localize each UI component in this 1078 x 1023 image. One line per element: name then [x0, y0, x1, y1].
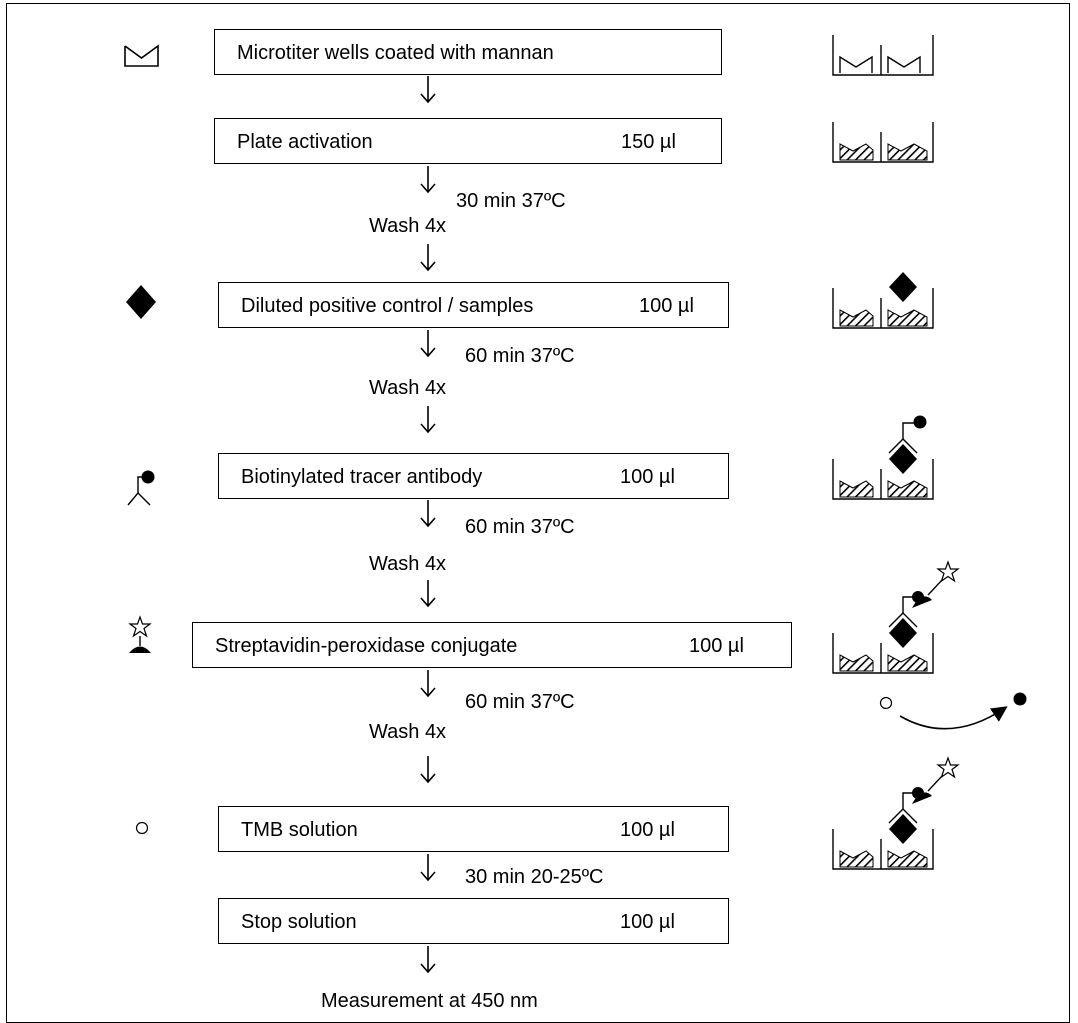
antigen-diamond-icon — [126, 285, 156, 319]
wash-note: Wash 4x — [369, 377, 447, 399]
flow-arrow — [420, 499, 436, 527]
streptavidin-peroxidase-icon — [129, 616, 151, 653]
flow-arrow — [420, 405, 436, 433]
step-label: Diluted positive control / samples — [241, 295, 534, 317]
measurement-note: Measurement at 450 nm — [321, 990, 538, 1012]
incubation-note: 60 min 37ºC — [465, 516, 575, 538]
tmb-substrate-icon — [135, 821, 149, 835]
incubation-note: 30 min 20-25ºC — [465, 866, 604, 888]
step-volume: 100 µl — [620, 911, 675, 933]
flow-arrow — [420, 243, 436, 271]
step-label: Biotinylated tracer antibody — [241, 466, 483, 488]
biotinylated-antibody-icon — [127, 470, 155, 506]
step-conjugate: Streptavidin-peroxidase conjugate 100 µl — [192, 622, 792, 668]
step-volume: 100 µl — [689, 635, 744, 657]
step-volume: 150 µl — [621, 131, 676, 153]
wash-note: Wash 4x — [369, 215, 447, 237]
step-label: Stop solution — [241, 911, 357, 933]
flow-arrow — [420, 853, 436, 881]
well-antibody-icon — [832, 415, 934, 500]
step-label: Microtiter wells coated with mannan — [237, 42, 554, 64]
step-plate-activation: Plate activation 150 µl — [214, 118, 722, 164]
step-samples: Diluted positive control / samples 100 µ… — [218, 282, 729, 328]
flow-arrow — [420, 165, 436, 193]
well-activated-icon — [832, 121, 934, 163]
step-stop: Stop solution 100 µl — [218, 898, 729, 944]
step-volume: 100 µl — [639, 295, 694, 317]
flow-arrow — [420, 755, 436, 783]
step-label: TMB solution — [241, 819, 358, 841]
step-volume: 100 µl — [620, 819, 675, 841]
tmb-conversion-icon — [879, 692, 1027, 730]
step-label: Streptavidin-peroxidase conjugate — [215, 635, 518, 657]
step-label: Plate activation — [237, 131, 373, 153]
flow-arrow — [420, 669, 436, 697]
mannan-icon — [124, 44, 159, 67]
flow-arrow — [420, 945, 436, 973]
incubation-note: 60 min 37ºC — [465, 345, 575, 367]
step-tmb: TMB solution 100 µl — [218, 806, 729, 852]
well-antigen-icon — [832, 272, 934, 329]
flow-arrow — [420, 579, 436, 607]
well-final-icon — [832, 757, 959, 870]
step-coated-wells: Microtiter wells coated with mannan — [214, 29, 722, 75]
well-empty-icon — [832, 35, 934, 76]
step-tracer-antibody: Biotinylated tracer antibody 100 µl — [218, 453, 729, 499]
incubation-note: 60 min 37ºC — [465, 691, 575, 713]
well-conjugate-icon — [832, 561, 959, 674]
flow-arrow — [420, 75, 436, 103]
wash-note: Wash 4x — [369, 721, 447, 743]
wash-note: Wash 4x — [369, 553, 447, 575]
flow-arrow — [420, 329, 436, 357]
step-volume: 100 µl — [620, 466, 675, 488]
incubation-note: 30 min 37ºC — [456, 190, 566, 212]
